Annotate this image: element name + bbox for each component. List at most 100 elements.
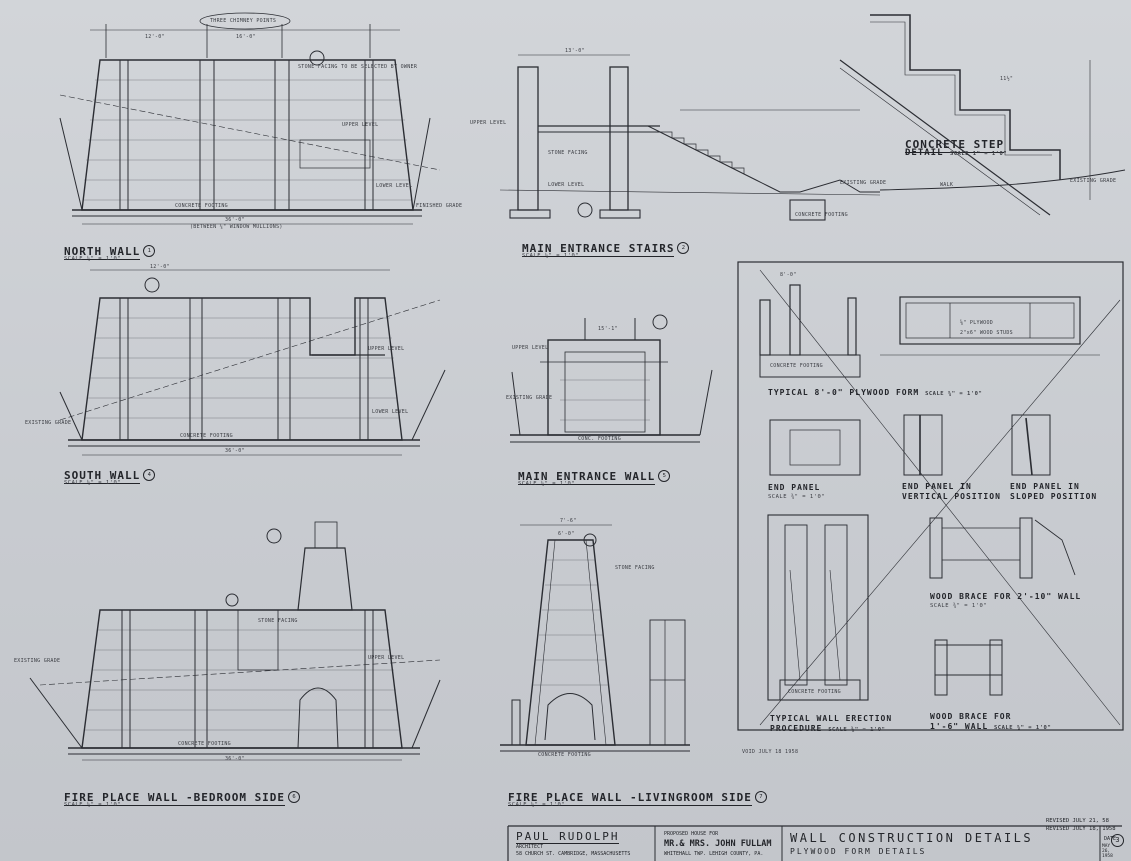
fireplace-livingroom-title: FIRE PLACE WALL -LIVINGROOM SIDE xyxy=(508,791,752,806)
north-wall-note-footing: CONCRETE FOOTING xyxy=(175,203,228,209)
main-entrance-stairs-scale: SCALE ¼" = 1'0" xyxy=(522,253,580,259)
north-wall-dim-16: 16'-0" xyxy=(236,34,256,40)
main-entrance-wall-number: 5 xyxy=(658,469,671,482)
fireplace-livingroom-number: 7 xyxy=(754,790,767,803)
north-wall-note-stone: STONE FACING TO BE SELECTED BY OWNER xyxy=(298,64,418,70)
wall-erection-subtitle: PROCEDURE xyxy=(770,724,823,733)
main-entrance-stairs-section xyxy=(499,54,881,221)
concrete-step-title: CONCRETE STEP xyxy=(905,138,1005,153)
plywood-form-scale: SCALE ¾" = 1'0" xyxy=(925,391,983,397)
end-panel-title: END PANEL xyxy=(768,483,821,492)
wood-brace-1-subtitle: 1'-6" WALL xyxy=(930,722,989,731)
concrete-step-title-group: CONCRETE STEP xyxy=(905,133,1005,153)
entrance-wall-note-grade: EXISTING GRADE xyxy=(506,395,553,401)
wall-erection-group: TYPICAL WALL ERECTION PROCEDURE SCALE ⅜"… xyxy=(770,714,892,735)
fireplace-bedroom-title: FIRE PLACE WALL -BEDROOM SIDE xyxy=(64,791,286,806)
plywood-form-title-group: TYPICAL 8'-0" PLYWOOD FORM SCALE ¾" = 1'… xyxy=(768,388,982,397)
plywood-note-ply: ⅝" PLYWOOD xyxy=(960,320,994,326)
plywood-footing: CONCRETE FOOTING xyxy=(770,363,823,369)
main-entrance-stairs-title: MAIN ENTRANCE STAIRS xyxy=(522,242,675,257)
fireplace-livingroom-elevation xyxy=(500,524,690,752)
step-dim: 11½" xyxy=(1000,76,1014,82)
sheet-subtitle: PLYWOOD FORM DETAILS xyxy=(790,847,927,856)
south-wall-dim-36: 36'-0" xyxy=(225,448,245,454)
living-note-stone: STONE FACING xyxy=(615,565,655,571)
north-wall-note-grade: FINISHED GRADE xyxy=(416,203,463,209)
wall-erection-scale: SCALE ⅜" = 1'0" xyxy=(828,727,886,733)
concrete-step-detail xyxy=(839,14,1126,216)
plywood-note-studs: 2"x6" WOOD STUDS xyxy=(960,330,1013,336)
main-entrance-stairs-number: 2 xyxy=(677,241,690,254)
living-note-footing: CONCRETE FOOTING xyxy=(538,752,591,758)
north-wall-scale: SCALE ¼" = 1'0" xyxy=(64,256,122,262)
main-entrance-wall-title: MAIN ENTRANCE WALL xyxy=(518,470,656,485)
wood-brace-1-group: WOOD BRACE FOR 1'-6" WALL SCALE ¾" = 1'0… xyxy=(930,712,1051,733)
stairs-dim-13: 13'-0" xyxy=(565,48,585,54)
revised-2: REVISED JULY 18, 1958 xyxy=(1046,826,1116,832)
wood-brace-1-scale: SCALE ¾" = 1'0" xyxy=(994,725,1052,731)
entrance-wall-note-footing: CONC. FOOTING xyxy=(578,436,622,442)
wall-erection-title: TYPICAL WALL ERECTION xyxy=(770,714,893,723)
bedroom-note-footing: CONCRETE FOOTING xyxy=(178,741,231,747)
date-label: DATE xyxy=(1104,836,1117,842)
south-wall-note-footing: CONCRETE FOOTING xyxy=(180,433,233,439)
north-wall-dim-note: (BETWEEN ¼" WINDOW MULLIONS) xyxy=(190,224,283,230)
end-panel-sloped-title: END PANEL IN xyxy=(1010,482,1080,491)
end-panel-vertical-group: END PANEL IN VERTICAL POSITION xyxy=(902,482,1001,502)
bedroom-note-upper: UPPER LEVEL xyxy=(368,655,405,661)
architect-role: ARCHITECT xyxy=(516,844,544,850)
wood-brace-1-title: WOOD BRACE FOR xyxy=(930,712,1012,721)
main-entrance-wall-scale: SCALE ¼" = 1'0" xyxy=(518,481,576,487)
wood-brace-2-scale: SCALE ¾" = 1'0" xyxy=(930,603,988,609)
end-panel-sloped-subtitle: SLOPED POSITION xyxy=(1010,492,1098,501)
end-panel-vertical-title: END PANEL IN xyxy=(902,482,972,491)
south-wall-note-lower: LOWER LEVEL xyxy=(372,409,409,415)
main-entrance-wall-elevation xyxy=(510,314,713,443)
void-note: VOID JULY 18 1958 xyxy=(742,749,799,755)
living-dim-7: 7'-6" xyxy=(560,518,577,524)
architect-name: PAUL RUDOLPH xyxy=(516,830,620,844)
revised-1: REVISED JULY 21, 58 xyxy=(1046,818,1109,824)
fireplace-bedroom-elevation xyxy=(29,521,441,761)
north-wall-note-chimney: THREE CHIMNEY POINTS xyxy=(210,18,277,24)
stairs-note-grade: EXISTING GRADE xyxy=(840,180,887,186)
bedroom-note-stone: STONE FACING xyxy=(258,618,298,624)
living-dim-6: 6'-0" xyxy=(558,531,575,537)
north-wall-title: NORTH WALL xyxy=(64,245,141,260)
sheet-title: WALL CONSTRUCTION DETAILS xyxy=(790,831,1034,845)
south-wall-title: SOUTH WALL xyxy=(64,469,141,484)
client-address: WHITEHALL TWP. LEHIGH COUNTY, PA. xyxy=(664,851,764,857)
south-wall-elevation xyxy=(59,269,446,456)
step-walk: WALK xyxy=(940,182,954,188)
plywood-form-title: TYPICAL 8'-0" PLYWOOD FORM xyxy=(768,388,920,397)
date-value: MAY 26, 1958 xyxy=(1102,844,1113,859)
fireplace-livingroom-scale: SCALE ¼" = 1'0" xyxy=(508,802,566,808)
wood-brace-2-title: WOOD BRACE FOR 2'-10" WALL xyxy=(930,592,1082,601)
south-wall-scale: SCALE ¼" = 1'0" xyxy=(64,480,122,486)
wall-board-lines xyxy=(83,79,650,731)
entrance-wall-dim: 15'-1" xyxy=(598,326,618,332)
concrete-step-subtitle-group: DETAIL SCALE 1" = 1'0" xyxy=(905,148,1007,158)
bedroom-note-grade: EXISTING GRADE xyxy=(14,658,61,664)
fireplace-bedroom-scale: SCALE ¼" = 1'0" xyxy=(64,802,122,808)
stairs-note-lower: LOWER LEVEL xyxy=(548,182,585,188)
stairs-note-stone: STONE FACING xyxy=(548,150,588,156)
end-panel-vertical-subtitle: VERTICAL POSITION xyxy=(902,492,1001,501)
erection-footing: CONCRETE FOOTING xyxy=(788,689,841,695)
north-wall-note-lower: LOWER LEVEL xyxy=(376,183,413,189)
title-block-lines xyxy=(507,825,1122,861)
end-panel-sloped-group: END PANEL IN SLOPED POSITION xyxy=(1010,482,1097,502)
south-wall-note-upper: UPPER LEVEL xyxy=(368,346,405,352)
south-wall-dim-12: 12'-0" xyxy=(150,264,170,270)
client-name: MR.& MRS. JOHN FULLAM xyxy=(664,839,772,849)
north-wall-dim-36: 36'-0" xyxy=(225,217,245,223)
concrete-step-scale: SCALE 1" = 1'0" xyxy=(949,151,1008,157)
north-wall-elevation xyxy=(59,12,441,225)
